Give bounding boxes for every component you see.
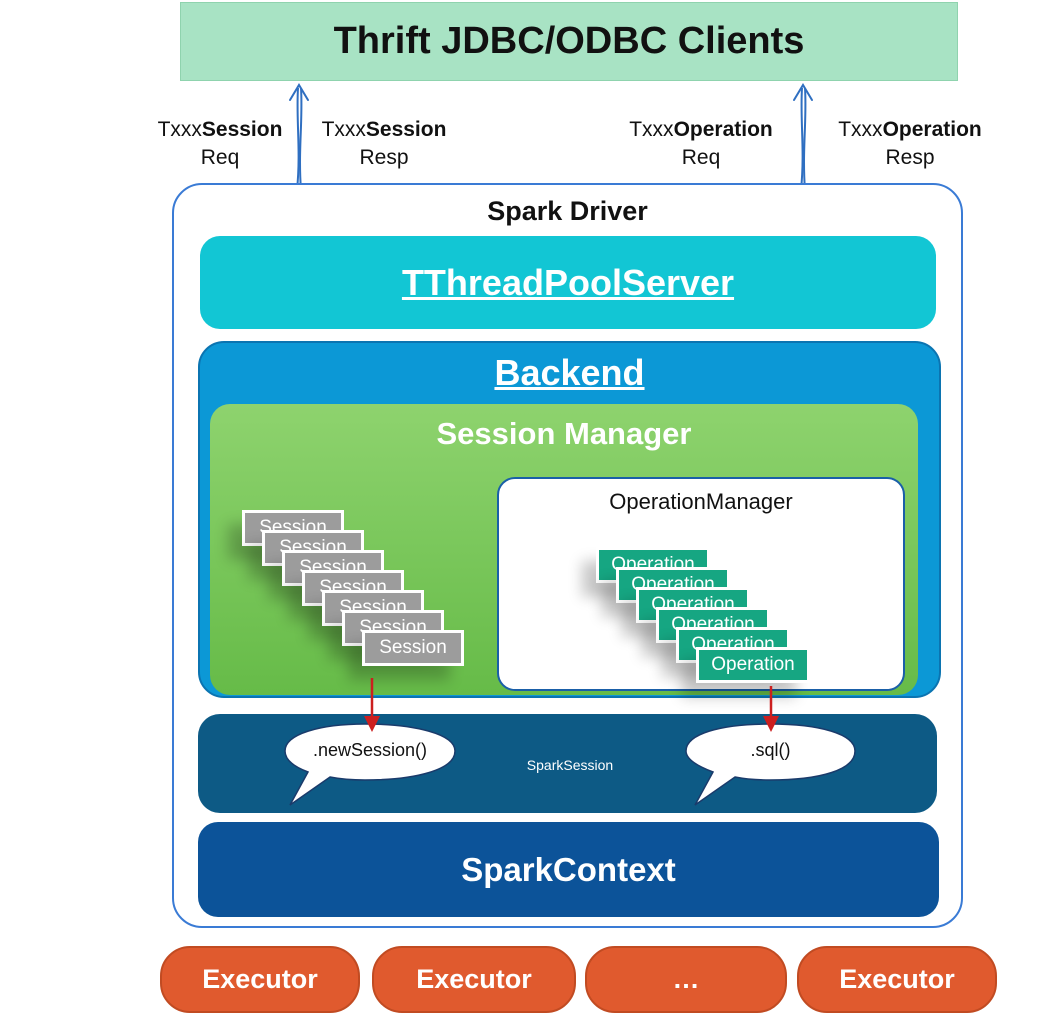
- executor-box: Executor: [797, 946, 997, 1013]
- sql-call-text: .sql(): [750, 740, 791, 760]
- spark-context-box: SparkContext: [198, 822, 939, 917]
- thrift-clients-title: Thrift JDBC/ODBC Clients: [333, 20, 805, 62]
- operation-arrow-up-head: [793, 83, 813, 101]
- spark-context-title: SparkContext: [461, 850, 676, 888]
- session-manager-title: Session Manager: [436, 416, 692, 451]
- executor-box: Executor: [372, 946, 576, 1013]
- spark-driver-title: Spark Driver: [487, 196, 648, 226]
- new-session-call-text: .newSession(): [312, 740, 428, 760]
- operation-req-label: TxxxOperation Req: [629, 118, 773, 169]
- operation-resp-label: TxxxOperation Resp: [838, 118, 982, 169]
- operation-manager-title: OperationManager: [609, 489, 793, 514]
- session-resp-label: TxxxSession Resp: [321, 118, 447, 169]
- thrift-clients-box: Thrift JDBC/ODBC Clients: [180, 2, 958, 81]
- backend-title: Backend: [494, 352, 645, 393]
- executor-box: Executor: [160, 946, 360, 1013]
- session-arrow-up-head: [289, 83, 309, 101]
- session-card: Session: [362, 630, 464, 666]
- spark-session-label: SparkSession: [526, 757, 614, 773]
- operation-card: Operation: [696, 647, 810, 683]
- thread-pool-server-box: TThreadPoolServer: [200, 236, 936, 329]
- session-req-label: TxxxSession Req: [157, 118, 283, 169]
- thread-pool-server-title: TThreadPoolServer: [401, 261, 735, 303]
- executor-ellipsis-box: …: [585, 946, 787, 1013]
